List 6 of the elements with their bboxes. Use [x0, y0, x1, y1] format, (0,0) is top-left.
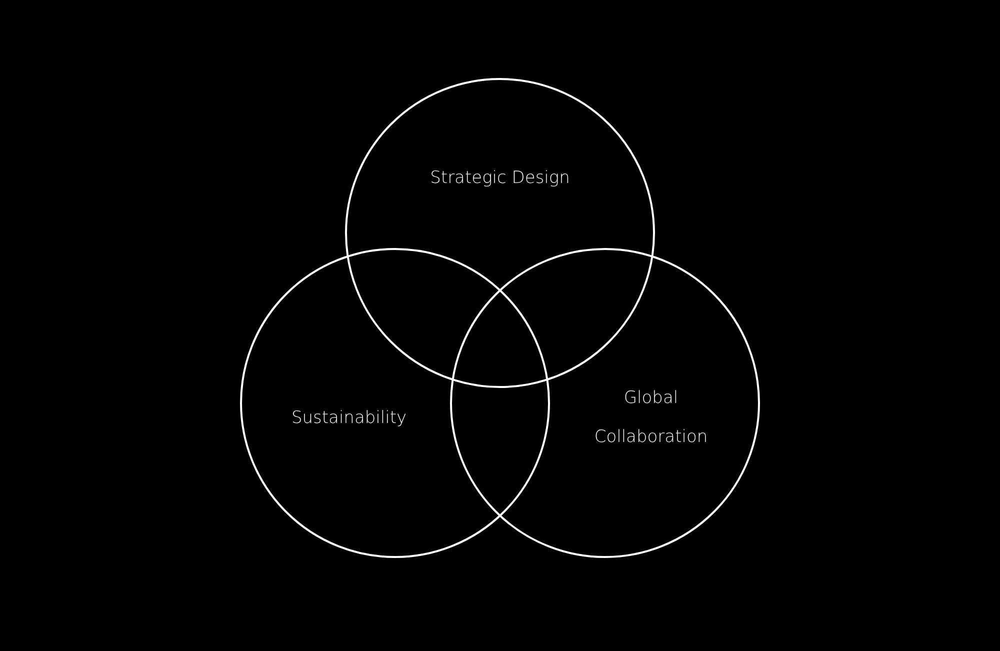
circle-label: Global Collaboration — [593, 387, 709, 449]
venn-circle — [240, 248, 550, 558]
circle-label: Sustainability — [290, 407, 408, 430]
venn-circle — [450, 248, 760, 558]
venn-circle — [345, 78, 655, 388]
circle-label: Strategic Design — [429, 167, 571, 190]
